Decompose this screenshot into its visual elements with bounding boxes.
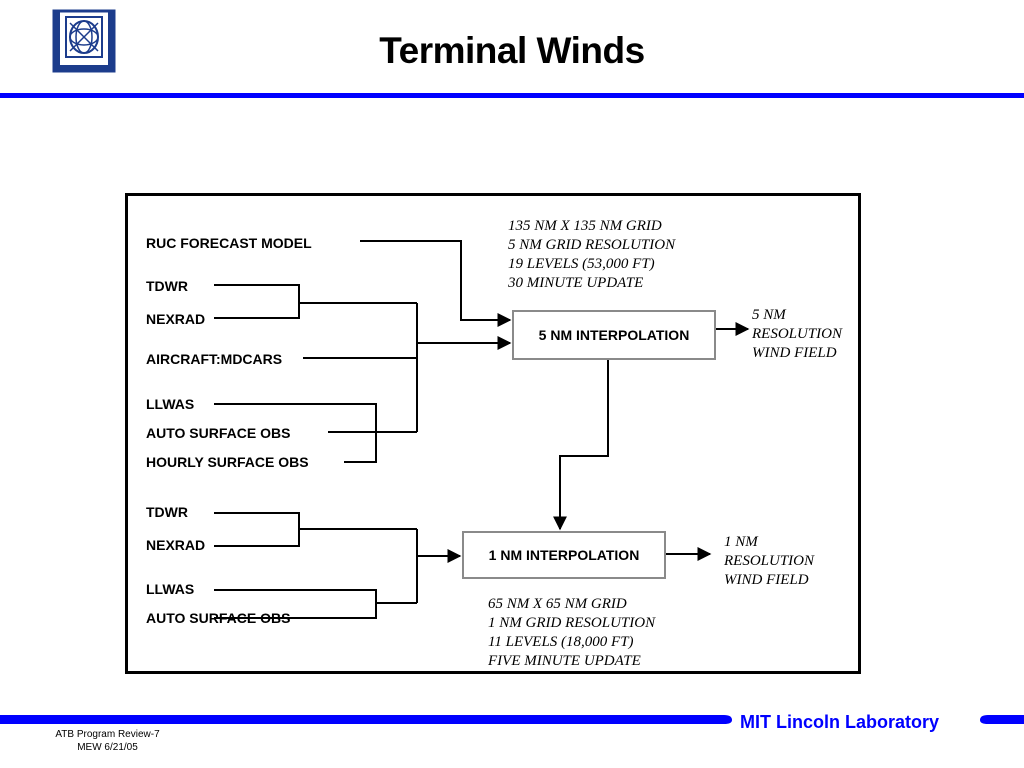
output-5nm-wind-field: 5 NM RESOLUTION WIND FIELD: [752, 307, 843, 361]
input-ruc-forecast-model: RUC FORECAST MODEL: [146, 235, 312, 251]
diagram-frame: RUC FORECAST MODEL TDWR NEXRAD AIRCRAFT:…: [125, 193, 861, 674]
input-hourly-surface-obs: HOURLY SURFACE OBS: [146, 454, 309, 470]
input-aircraft-mdcars: AIRCRAFT:MDCARS: [146, 351, 283, 367]
input-auto-surface-obs: AUTO SURFACE OBS: [146, 425, 291, 441]
input-nexrad-2: NEXRAD: [146, 537, 206, 553]
input-nexrad: NEXRAD: [146, 311, 206, 327]
header-rule: [0, 93, 1024, 98]
lab-name: MIT Lincoln Laboratory: [740, 712, 940, 732]
slide-title: Terminal Winds: [379, 30, 645, 71]
box-1nm-label: 1 NM INTERPOLATION: [488, 547, 640, 563]
box-5nm-interpolation: 5 NM INTERPOLATION: [512, 310, 716, 360]
input-llwas: LLWAS: [146, 396, 195, 412]
specs-1nm: 65 NM X 65 NM GRID 1 NM GRID RESOLUTION …: [488, 596, 656, 669]
footer-program: ATB Program Review-7: [55, 729, 160, 740]
input-tdwr: TDWR: [146, 278, 188, 294]
specs-5nm: 135 NM X 135 NM GRID 5 NM GRID RESOLUTIO…: [508, 218, 676, 291]
box-1nm-interpolation: 1 NM INTERPOLATION: [462, 531, 666, 579]
input-llwas-2: LLWAS: [146, 581, 195, 597]
connector-tdwr-nexrad-2: [214, 512, 300, 547]
mit-ll-logo-icon: [52, 9, 116, 73]
connector-tdwr-nexrad-1: [214, 284, 300, 319]
connector-5nm-to-1nm: [553, 360, 609, 531]
input-auto-surface-obs-2: AUTO SURFACE OBS: [146, 610, 291, 626]
connector-ruc: [360, 240, 512, 327]
output-1nm-wind-field: 1 NM RESOLUTION WIND FIELD: [724, 534, 815, 588]
footer-rule: [0, 715, 1024, 724]
footer-author-date: MEW 6/21/05: [77, 742, 138, 753]
input-tdwr-2: TDWR: [146, 504, 188, 520]
flow-connectors: [214, 240, 750, 619]
box-5nm-label: 5 NM INTERPOLATION: [538, 327, 690, 343]
footer-info: ATB Program Review-7 MEW 6/21/05: [0, 728, 215, 754]
